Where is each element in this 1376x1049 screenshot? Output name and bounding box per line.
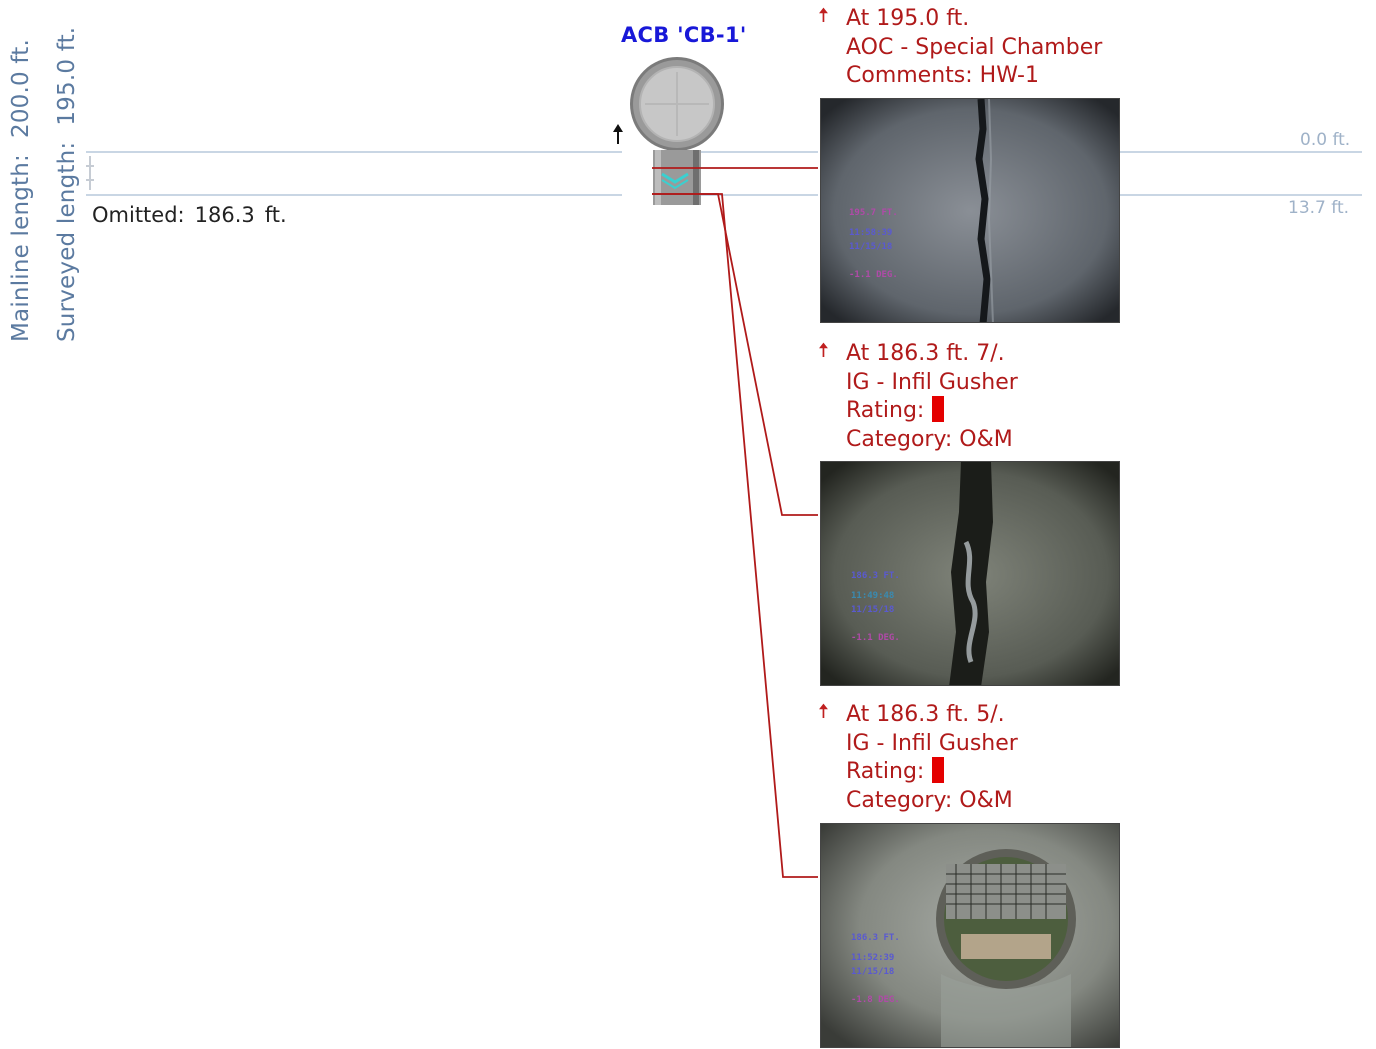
photo-overlay-incline: -1.1 DEG.: [849, 270, 898, 280]
survey-start-marker: [86, 156, 94, 190]
flow-arrow-icon: [613, 124, 623, 144]
pipe-crack-image: 195.7 FT. 11:58:39 11/15/18 -1.1 DEG.: [821, 99, 1119, 322]
photo-overlay-distance: 186.3 FT.: [851, 933, 900, 943]
leader-line-2: [652, 193, 818, 516]
pipe-outlet-image: 186.3 FT. 11:52:39 11/15/18 -1.8 DEG.: [821, 824, 1119, 1047]
photo-overlay-incline: -1.1 DEG.: [851, 633, 900, 643]
omitted-unit: ft.: [264, 203, 287, 227]
observation-2[interactable]: 🠅 At 186.3 ft. 7/. IG - Infil Gusher Rat…: [818, 338, 1018, 454]
up-arrow-icon: 🠅: [818, 3, 829, 27]
leader-line-3: [652, 193, 818, 878]
omitted-caption: Omitted:: [92, 203, 185, 227]
observation-category: Category: O&M: [846, 787, 1013, 813]
pipe-gusher-image: 186.3 FT. 11:49:48 11/15/18 -1.1 DEG.: [821, 462, 1119, 685]
up-arrow-icon: 🠅: [818, 338, 829, 362]
observation-code: IG - Infil Gusher: [846, 730, 1018, 756]
observation-3[interactable]: 🠅 At 186.3 ft. 5/. IG - Infil Gusher Rat…: [818, 699, 1018, 815]
observation-rating: Rating:: [818, 396, 1018, 426]
manhole-title: ACB 'CB-1': [621, 23, 747, 47]
observation-comments: Comments: HW-1: [846, 63, 1039, 88]
observation-photo-1[interactable]: 195.7 FT. 11:58:39 11/15/18 -1.1 DEG.: [820, 98, 1120, 323]
observation-code: IG - Infil Gusher: [846, 369, 1018, 395]
photo-overlay-date: 11/15/18: [851, 967, 894, 977]
rating-label: Rating:: [846, 398, 925, 423]
photo-overlay-incline: -1.8 DEG.: [851, 995, 900, 1005]
observation-distance: At 195.0 ft.: [846, 6, 970, 31]
photo-overlay-date: 11/15/18: [849, 242, 892, 252]
photo-overlay-distance: 195.7 FT.: [849, 208, 898, 218]
rating-indicator: [932, 396, 945, 422]
photo-overlay-time: 11:58:39: [849, 228, 892, 238]
rating-label: Rating:: [846, 759, 925, 784]
photo-overlay-time: 11:52:39: [851, 953, 894, 963]
observation-photo-2[interactable]: 186.3 FT. 11:49:48 11/15/18 -1.1 DEG.: [820, 461, 1120, 686]
depth-bottom-label: 13.7 ft.: [1288, 198, 1350, 218]
photo-overlay-date: 11/15/18: [851, 605, 894, 615]
photo-overlay-time: 11:49:48: [851, 591, 894, 601]
observation-distance: At 186.3 ft. 7/.: [846, 341, 1005, 366]
observation-category: Category: O&M: [846, 426, 1013, 452]
observation-photo-3[interactable]: 186.3 FT. 11:52:39 11/15/18 -1.8 DEG.: [820, 823, 1120, 1048]
observation-code: AOC - Special Chamber: [846, 34, 1103, 60]
observation-distance: At 186.3 ft. 5/.: [846, 702, 1005, 727]
omitted-length: Omitted: 186.3 ft.: [92, 203, 287, 227]
observation-1[interactable]: 🠅 At 195.0 ft. AOC - Special Chamber Com…: [818, 3, 1103, 91]
depth-top-label: 0.0 ft.: [1300, 130, 1351, 150]
photo-overlay-distance: 186.3 FT.: [851, 571, 900, 581]
manhole-icon: [630, 57, 724, 205]
rating-indicator: [932, 757, 945, 783]
leader-lines: [652, 167, 818, 878]
up-arrow-icon: 🠅: [818, 699, 829, 723]
omitted-value: 186.3: [194, 203, 255, 227]
observation-rating: Rating:: [818, 757, 1018, 787]
